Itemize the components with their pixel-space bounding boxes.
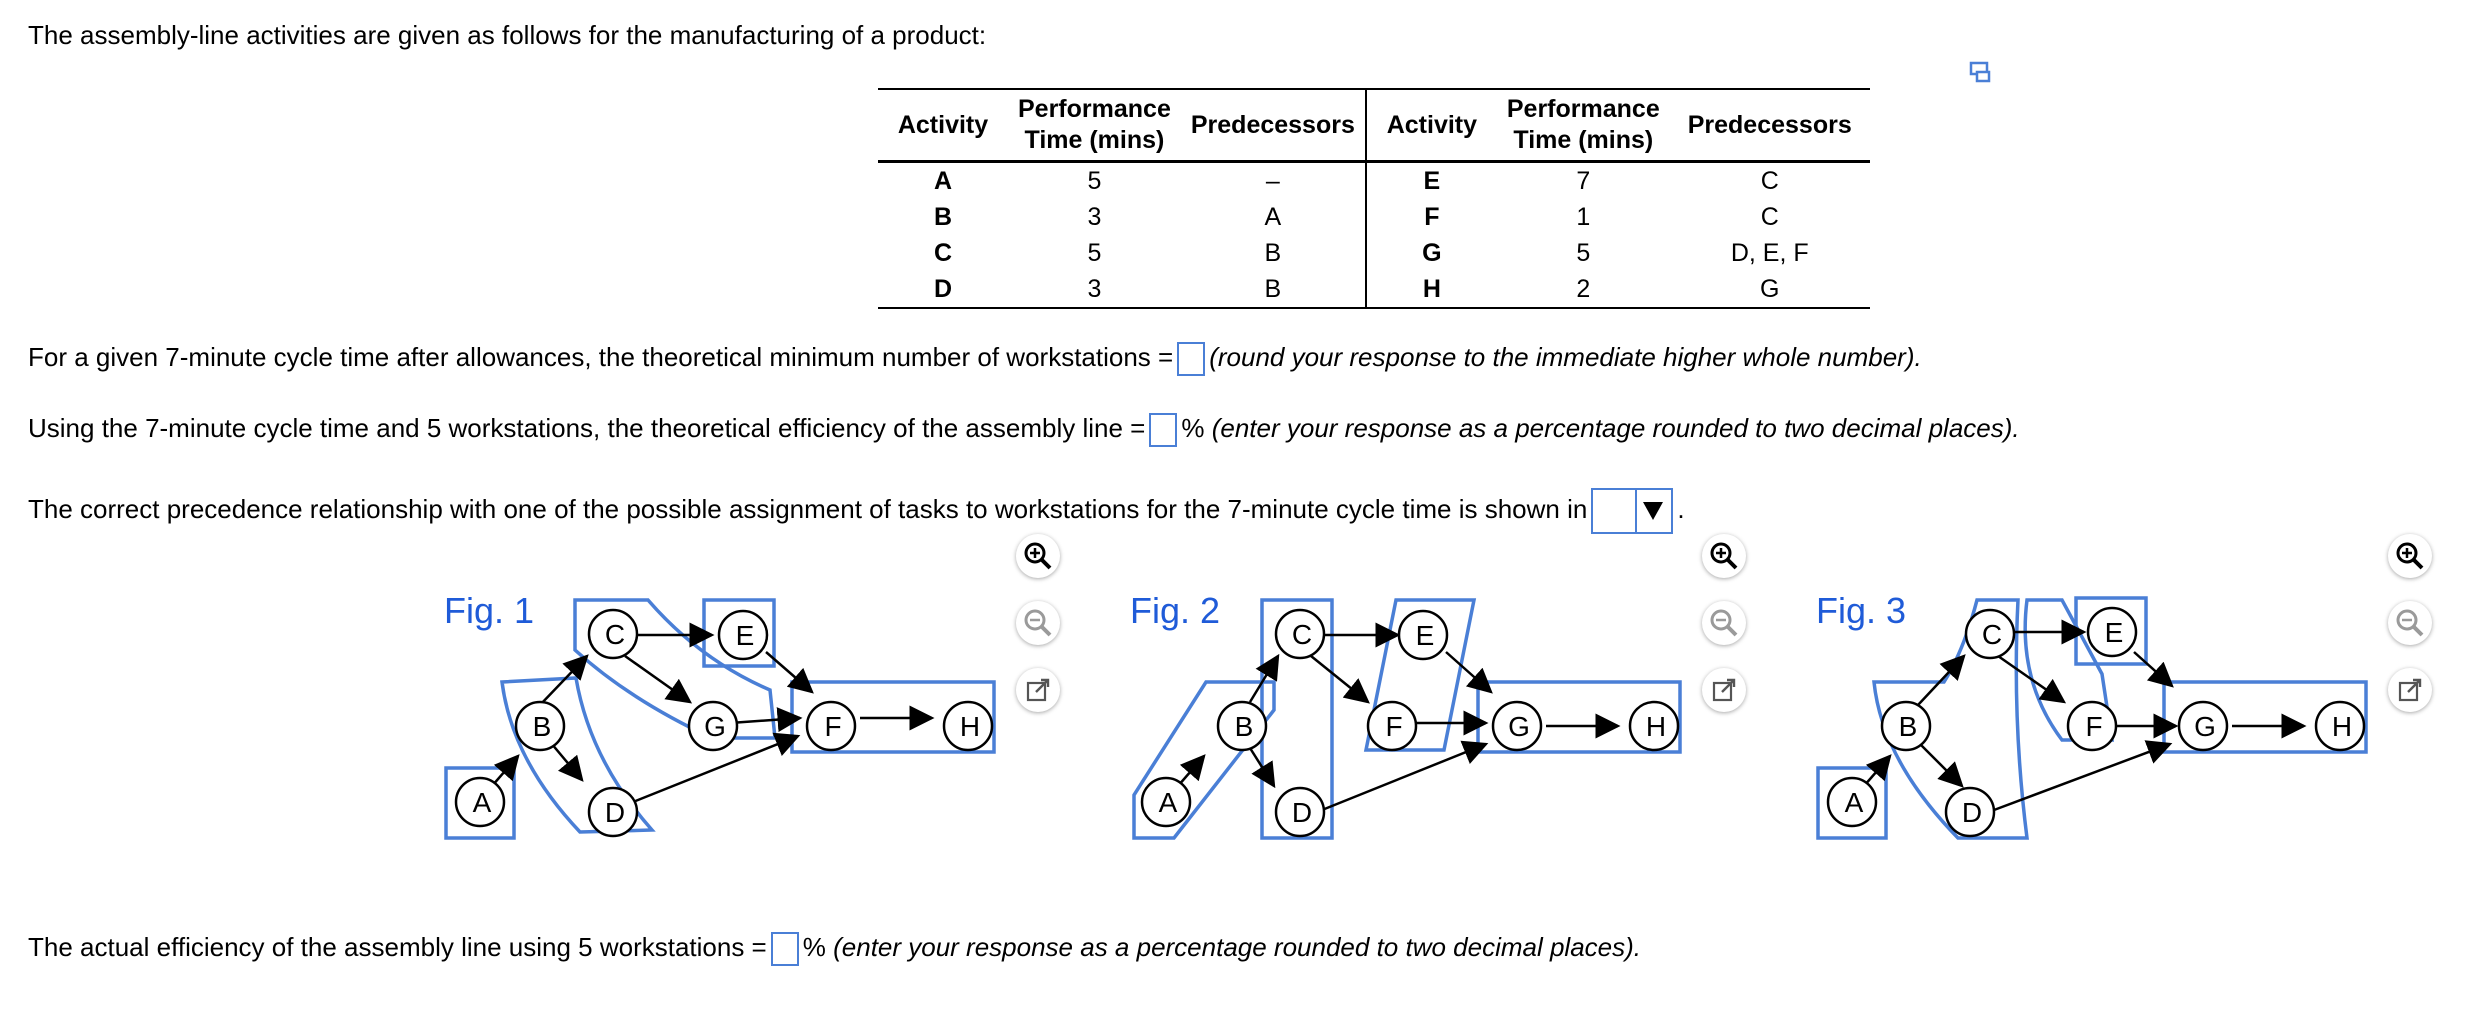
svg-text:H: H — [960, 711, 980, 742]
cell-time: 5 — [1576, 239, 1591, 267]
q1-text: For a given 7-minute cycle time after al… — [28, 342, 1174, 372]
zoom-out-icon[interactable] — [1702, 601, 1746, 645]
fig-2-label: Fig. 2 — [1130, 590, 1221, 631]
cell-activity: E — [1423, 167, 1441, 195]
open-external-icon[interactable] — [1702, 668, 1746, 712]
zoom-out-icon[interactable] — [1016, 601, 1060, 645]
actual-efficiency-input[interactable] — [770, 932, 799, 967]
cell-time: 5 — [1087, 167, 1102, 195]
svg-text:H: H — [2332, 711, 2352, 742]
table-row: D 3 B H 2 G — [878, 271, 1870, 309]
svg-text:D: D — [1292, 797, 1312, 828]
figure-select-dropdown[interactable] — [1591, 488, 1674, 534]
col-predecessors-2: Predecessors — [1669, 88, 1870, 163]
svg-text:C: C — [1982, 619, 2002, 650]
cell-pred: G — [1669, 271, 1870, 309]
copy-icon[interactable] — [1968, 60, 1994, 86]
zoom-in-icon[interactable] — [2388, 534, 2432, 578]
svg-text:F: F — [824, 711, 841, 742]
cell-time: 1 — [1576, 203, 1591, 231]
open-external-icon[interactable] — [1016, 668, 1060, 712]
svg-text:B: B — [1899, 711, 1918, 742]
col-predecessors: Predecessors — [1180, 88, 1367, 163]
svg-text:A: A — [1159, 787, 1178, 818]
svg-text:A: A — [1845, 787, 1864, 818]
svg-text:H: H — [1646, 711, 1666, 742]
svg-text:G: G — [2194, 711, 2216, 742]
svg-text:B: B — [533, 711, 552, 742]
cell-pred: C — [1760, 167, 1779, 195]
col-activity-2: Activity — [1365, 88, 1497, 163]
cell-activity: C — [933, 239, 953, 267]
intro-text: The assembly-line activities are given a… — [28, 20, 987, 50]
col-activity: Activity — [878, 88, 1008, 163]
open-external-icon[interactable] — [2388, 668, 2432, 712]
svg-text:E: E — [2105, 617, 2124, 648]
zoom-in-icon[interactable] — [1702, 534, 1746, 578]
fig-1-diagram: A B C D E F G H — [444, 598, 996, 840]
theoretical-efficiency-input[interactable] — [1149, 413, 1178, 448]
cell-pred: C — [1760, 203, 1779, 231]
cell-activity: A — [933, 167, 953, 195]
cell-activity: D — [878, 271, 1008, 309]
cell-activity: B — [933, 203, 953, 231]
cell-time: 3 — [1087, 203, 1102, 231]
question-precedence-figure: The correct precedence relationship with… — [28, 488, 1685, 534]
question-actual-efficiency: The actual efficiency of the assembly li… — [28, 932, 1642, 967]
cell-pred: D, E, F — [1730, 239, 1809, 267]
svg-text:F: F — [1385, 711, 1402, 742]
cell-pred: B — [1180, 235, 1367, 271]
zoom-in-icon[interactable] — [1016, 534, 1060, 578]
cell-time: 5 — [1087, 239, 1102, 267]
fig-3-label: Fig. 3 — [1816, 590, 1907, 631]
svg-text:D: D — [605, 797, 625, 828]
svg-text:F: F — [2085, 711, 2102, 742]
fig-2-diagram: A B C D E F G H — [1132, 598, 1682, 840]
q3-end: . — [1677, 493, 1685, 524]
zoom-out-icon[interactable] — [2388, 601, 2432, 645]
cell-activity: F — [1424, 203, 1440, 231]
q2-unit: % — [1181, 413, 1205, 443]
svg-text:A: A — [473, 787, 492, 818]
q4-text: The actual efficiency of the assembly li… — [28, 932, 767, 962]
svg-text:E: E — [736, 620, 755, 651]
dropdown-arrow-icon — [1643, 502, 1664, 520]
question-theoretical-efficiency: Using the 7-minute cycle time and 5 work… — [28, 413, 2020, 448]
svg-text:D: D — [1962, 797, 1982, 828]
q2-hint: (enter your response as a percentage rou… — [1211, 413, 2020, 443]
cell-activity: H — [1365, 271, 1497, 309]
q3-text: The correct precedence relationship with… — [28, 493, 1588, 524]
cell-time: 3 — [1008, 271, 1181, 309]
table-row: B 3 A F 1 C — [878, 199, 1870, 235]
cell-activity: G — [1422, 239, 1442, 267]
cell-pred: – — [1180, 161, 1367, 199]
table-row: A 5 – E 7 C — [878, 161, 1870, 199]
cell-pred: A — [1180, 199, 1367, 235]
question-min-workstations: For a given 7-minute cycle time after al… — [28, 342, 1922, 377]
fig-1-label: Fig. 1 — [444, 590, 535, 631]
svg-text:E: E — [1416, 620, 1435, 651]
q1-hint: (round your response to the immediate hi… — [1209, 342, 1922, 372]
svg-text:B: B — [1235, 711, 1254, 742]
q4-unit: % — [802, 932, 826, 962]
svg-text:C: C — [1292, 619, 1312, 650]
svg-text:C: C — [605, 619, 625, 650]
fig-3-diagram: A B C D E F G H — [1816, 596, 2368, 840]
cell-time: 2 — [1496, 271, 1670, 309]
svg-text:G: G — [1508, 711, 1530, 742]
table-row: C 5 B G 5 D, E, F — [878, 235, 1870, 271]
q2-text: Using the 7-minute cycle time and 5 work… — [28, 413, 1146, 443]
q4-hint: (enter your response as a percentage rou… — [833, 932, 1642, 962]
cell-pred: B — [1180, 271, 1367, 309]
svg-text:G: G — [704, 711, 726, 742]
cell-time: 7 — [1576, 167, 1591, 195]
min-workstations-input[interactable] — [1177, 342, 1206, 377]
